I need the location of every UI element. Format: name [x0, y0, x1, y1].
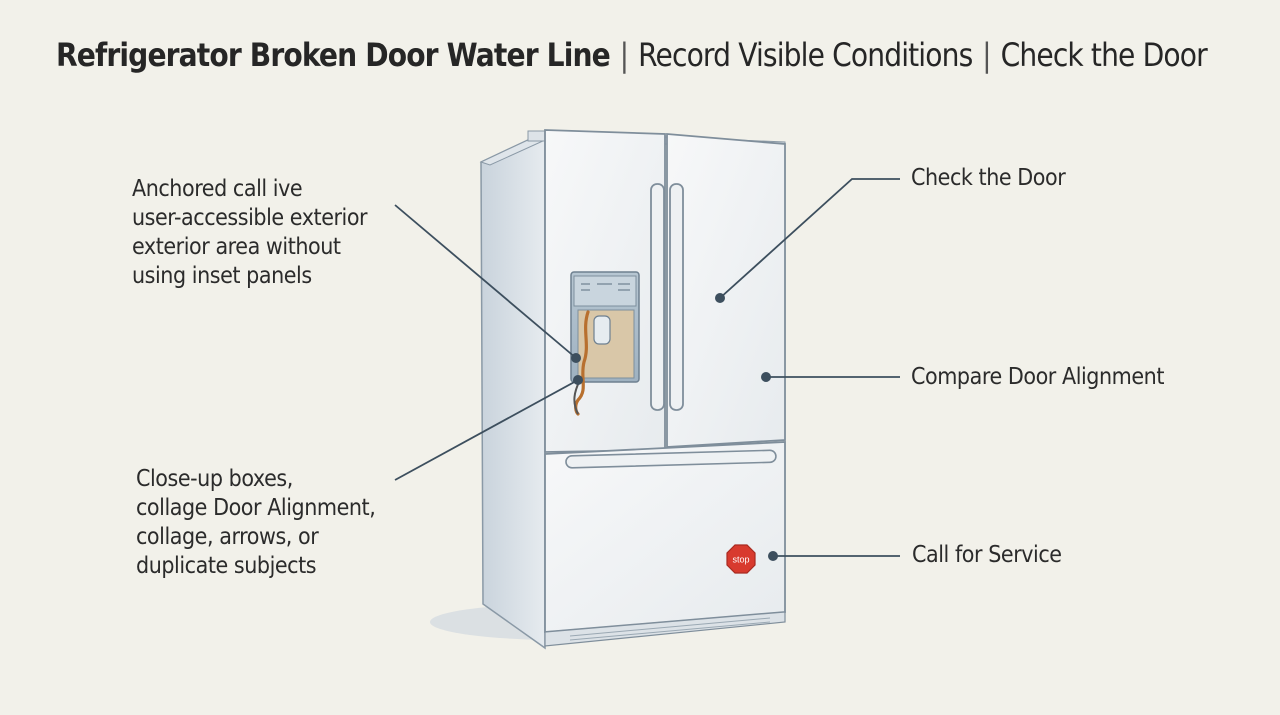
fridge-side-panel [480, 130, 546, 650]
callout-line: duplicate subjects [136, 553, 317, 579]
title-main: Refrigerator Broken Door Water Line [56, 36, 611, 74]
anchor-dot-left-bottom [573, 375, 583, 385]
stop-sign-text: stop [732, 555, 749, 565]
stop-sign-icon [726, 544, 756, 574]
leader-line-left-bottom [394, 379, 579, 481]
callout-call-service: Call for Service [912, 542, 1062, 568]
fridge-top-hinge [527, 130, 547, 142]
anchor-dot-left-top [571, 353, 581, 363]
callout-line: user-accessible exterior [132, 205, 368, 231]
callout-door-alignment: Compare Door Alignment [911, 364, 1164, 390]
dispenser-control-panel [573, 275, 637, 307]
callout-left-top: Anchored call ive user-accessible exteri… [132, 175, 368, 291]
drawer-handle [565, 449, 777, 469]
page-title: Refrigerator Broken Door Water Line | Re… [56, 36, 1208, 74]
base-grille [544, 611, 786, 647]
callout-left-bottom: Close-up boxes, collage Door Alignment, … [136, 465, 376, 581]
leader-line-left-top [394, 204, 577, 359]
title-separator-2: | [982, 36, 991, 74]
title-part-3: Check the Door [1000, 36, 1208, 74]
dispenser-lever [593, 315, 611, 345]
callout-line: exterior area without [132, 234, 341, 260]
callout-line: collage, arrows, or [136, 524, 319, 550]
right-door [666, 133, 786, 448]
left-door-handle [650, 183, 665, 411]
right-door-handle [669, 183, 684, 411]
anchor-dot-check-door [715, 293, 725, 303]
callout-line: Anchored call ive [132, 176, 303, 202]
grille-line [569, 621, 771, 641]
grille-line [569, 617, 771, 637]
title-separator-1: | [619, 36, 629, 74]
anchor-dot-service [768, 551, 778, 561]
anchor-dot-alignment [761, 372, 771, 382]
callout-line: collage Door Alignment, [136, 495, 376, 521]
callout-line: Close-up boxes, [136, 466, 293, 492]
callout-check-door: Check the Door [911, 165, 1066, 191]
freezer-drawer [544, 441, 786, 633]
leader-line-check-door [719, 178, 900, 299]
callout-line: using inset panels [132, 263, 312, 289]
title-part-2: Record Visible Conditions [638, 36, 973, 74]
